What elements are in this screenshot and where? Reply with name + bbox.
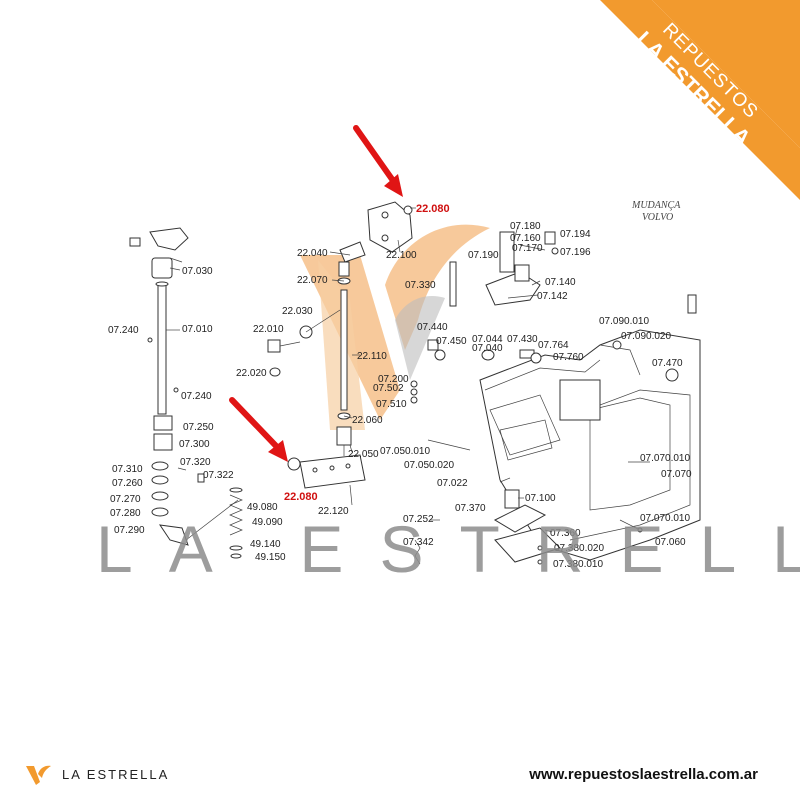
part-label: 07.764 — [538, 340, 569, 351]
part-label: 07.440 — [417, 322, 448, 333]
part-label: 07.050.010 — [380, 446, 430, 457]
part-label: 07.070 — [661, 469, 692, 480]
part-label: 07.170 — [512, 243, 543, 254]
part-label: 07.070.010 — [640, 453, 690, 464]
part-label: 22.070 — [297, 275, 328, 286]
part-labels: 07.030 07.240 07.010 07.240 07.250 07.30… — [108, 221, 692, 570]
part-label: 07.240 — [181, 391, 212, 402]
part-label: 07.380.020 — [554, 543, 604, 554]
part-label: 07.430 — [507, 334, 538, 345]
red-arrow-bottom — [229, 397, 288, 462]
part-label: 07.470 — [652, 358, 683, 369]
part-label: 07.200 — [378, 374, 409, 385]
part-label: 07.502 — [373, 383, 404, 394]
part-label: 07.194 — [560, 229, 591, 240]
part-label: 07.310 — [112, 464, 143, 475]
leader-lines — [169, 207, 553, 533]
part-label: 22.120 — [318, 506, 349, 517]
highlighted-part-label-bottom: 22.080 — [284, 491, 318, 503]
part-label: 22.050 — [348, 449, 379, 460]
part-label: 07.180 — [510, 221, 541, 232]
watermark-text: LA ESTRELLA — [96, 512, 800, 586]
part-label: 49.150 — [255, 552, 286, 563]
footer-brand-name: LA ESTRELLA — [62, 767, 170, 782]
part-label: 07.050.020 — [404, 460, 454, 471]
left-shaft-assembly — [129, 227, 243, 559]
part-label: 07.270 — [110, 494, 141, 505]
red-arrow-top — [353, 125, 403, 197]
part-label: 07.040 — [472, 343, 503, 354]
part-label: 49.090 — [252, 517, 283, 528]
part-label: 22.030 — [282, 306, 313, 317]
part-label: 07.360 — [550, 528, 581, 539]
corner-ribbon: REPUESTOS LA ESTRELLA — [600, 0, 800, 200]
part-label: 07.450 — [436, 336, 467, 347]
part-label: 07.010 — [182, 324, 213, 335]
part-label: 07.510 — [376, 399, 407, 410]
note-line1: MUDANÇA — [631, 200, 681, 211]
part-label: 49.080 — [247, 502, 278, 513]
part-label: 07.322 — [203, 470, 234, 481]
part-label: 07.190 — [468, 250, 499, 261]
part-label: 07.370 — [455, 503, 486, 514]
part-label: 07.140 — [545, 277, 576, 288]
gearbox-housing — [410, 231, 701, 565]
part-label: 22.110 — [357, 351, 387, 362]
part-label: 22.100 — [386, 250, 417, 261]
brand-logo-icon — [26, 765, 51, 785]
note-line2: VOLVO — [642, 212, 673, 223]
part-label: 07.330 — [405, 280, 436, 291]
part-label: 07.290 — [114, 525, 145, 536]
part-label: 07.030 — [182, 266, 213, 277]
part-label: 07.260 — [112, 478, 143, 489]
part-label: 07.300 — [179, 439, 210, 450]
part-label: 22.010 — [253, 324, 284, 335]
part-label: 07.342 — [403, 537, 434, 548]
part-label: 49.140 — [250, 539, 281, 550]
part-label: 07.252 — [403, 514, 434, 525]
part-label: 07.090.010 — [599, 316, 649, 327]
part-label: 07.380.010 — [553, 559, 603, 570]
part-label: 07.760 — [553, 352, 584, 363]
part-label: 07.060 — [655, 537, 686, 548]
part-label: 07.070.010 — [640, 513, 690, 524]
part-label: 07.142 — [537, 291, 568, 302]
part-label: 07.250 — [183, 422, 214, 433]
part-label: 07.100 — [525, 493, 556, 504]
part-label: 07.280 — [110, 508, 141, 519]
part-label: 07.044 — [472, 334, 503, 345]
part-label: 07.022 — [437, 478, 468, 489]
highlighted-part-label-top: 22.080 — [416, 203, 450, 215]
part-label: 07.320 — [180, 457, 211, 468]
part-label: 22.040 — [297, 248, 328, 259]
part-label: 07.090.020 — [621, 331, 671, 342]
footer-website-url[interactable]: www.repuestoslaestrella.com.ar — [529, 766, 758, 783]
part-label: 22.060 — [352, 415, 383, 426]
part-label: 07.160 — [510, 233, 541, 244]
part-label: 22.020 — [236, 368, 267, 379]
middle-rod-assembly — [267, 201, 413, 489]
part-label: 07.240 — [108, 325, 139, 336]
part-label: 07.196 — [560, 247, 591, 258]
